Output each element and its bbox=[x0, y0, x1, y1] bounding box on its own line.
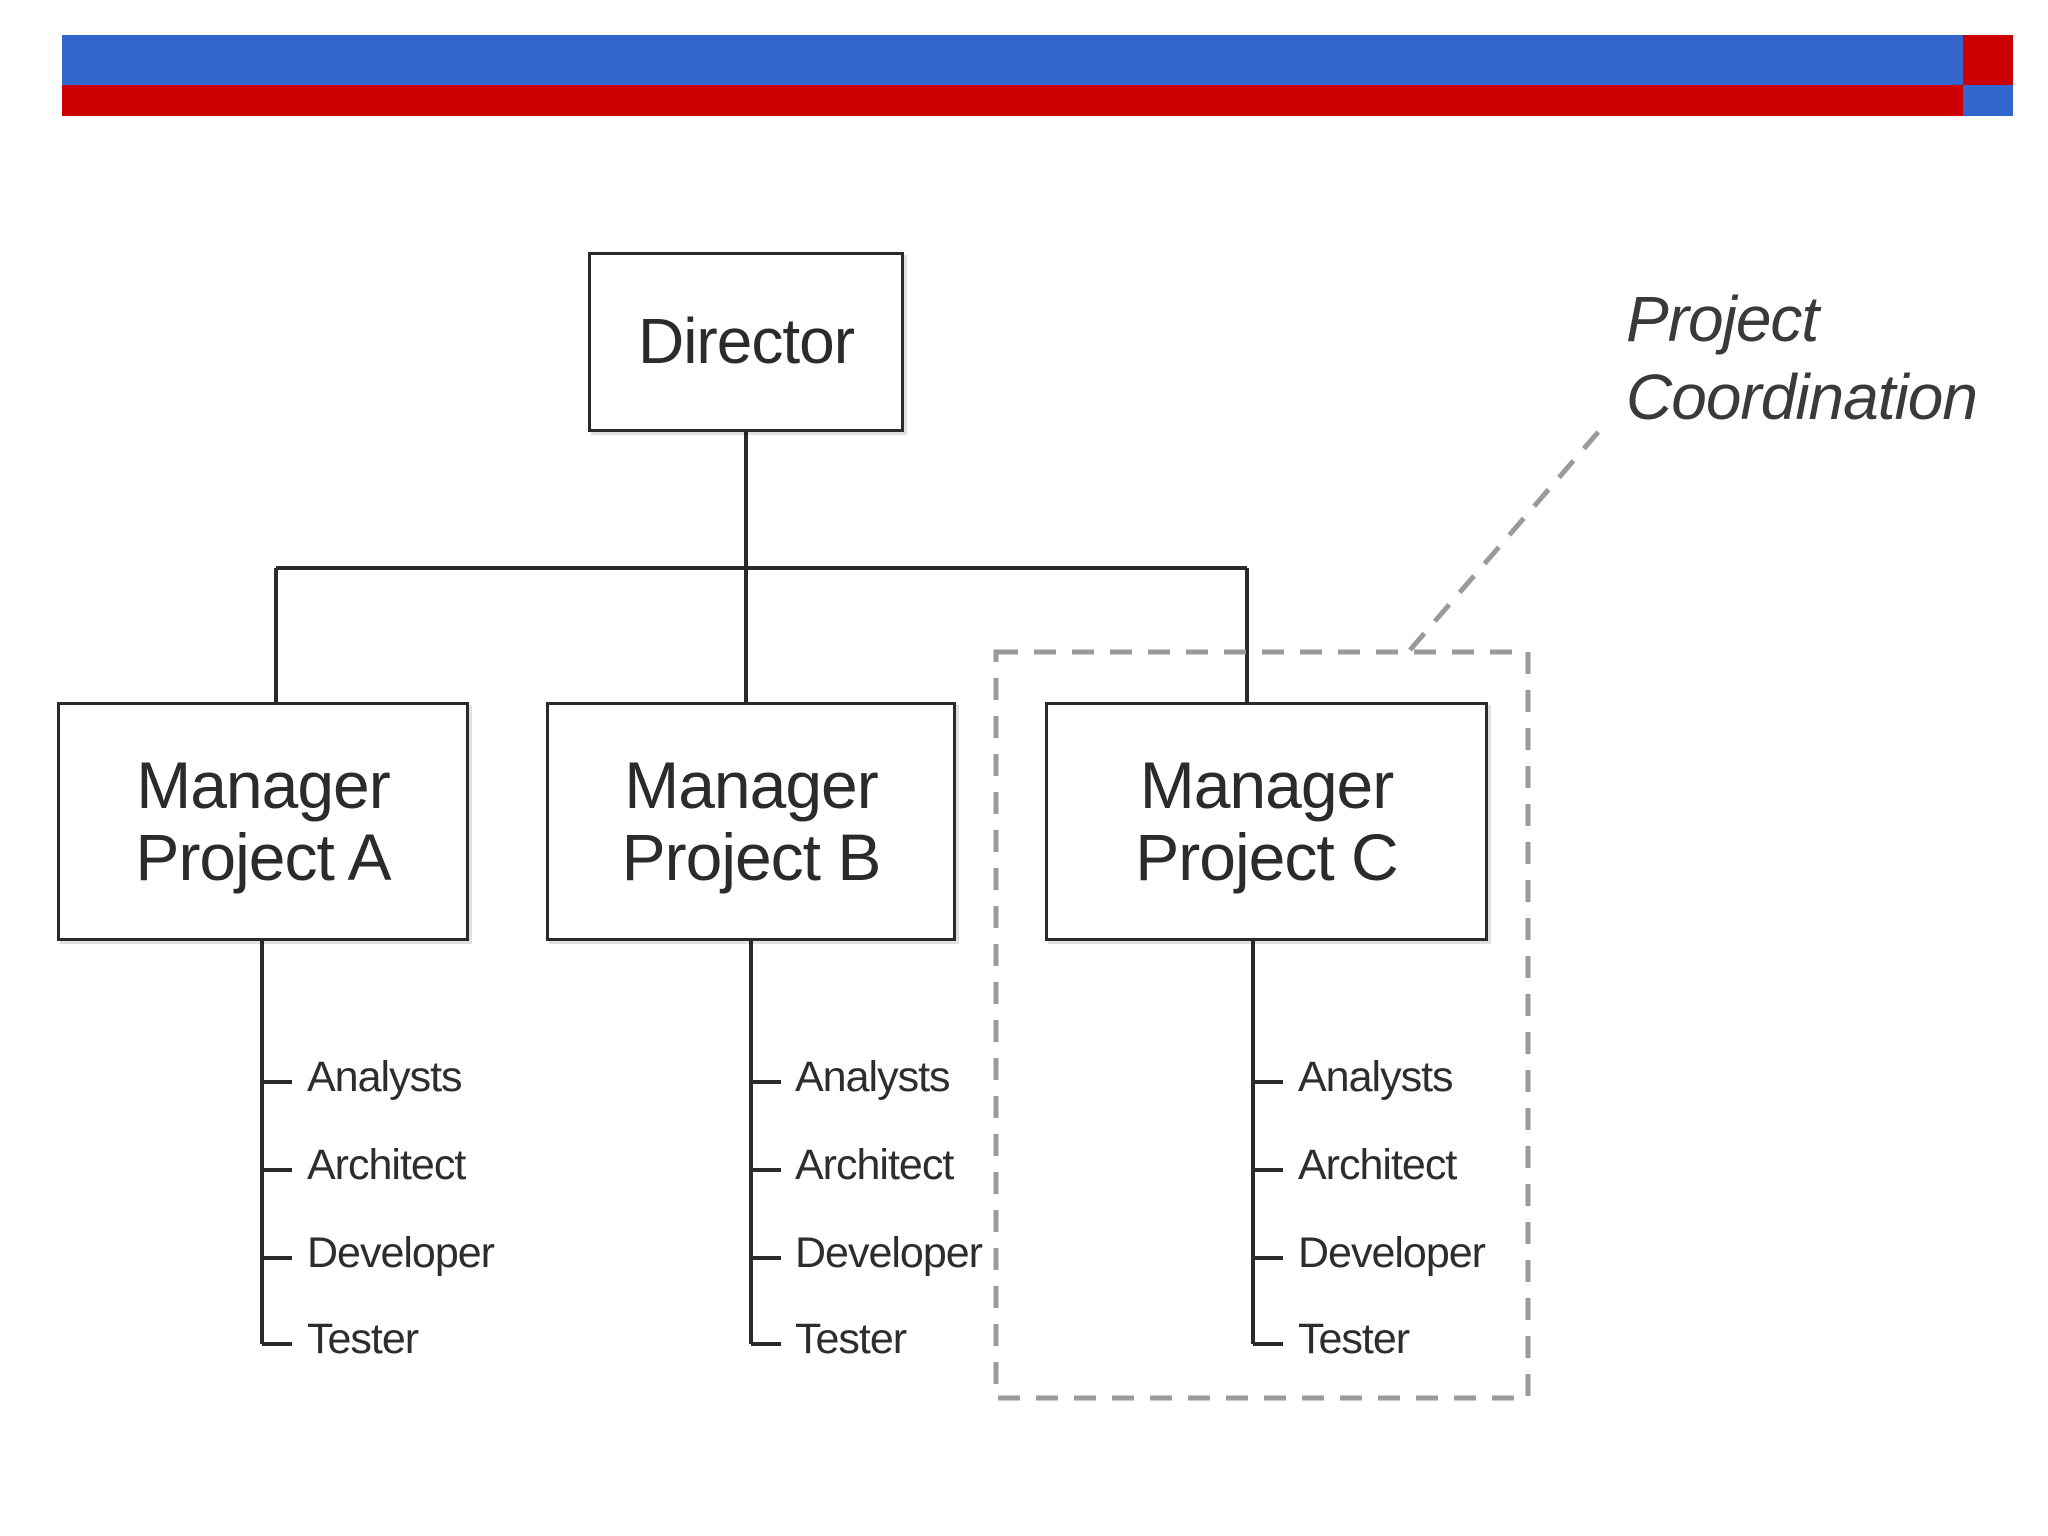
manager-project-c-box: Manager Project C bbox=[1045, 702, 1488, 941]
manager-project-a-box: Manager Project A bbox=[57, 702, 469, 941]
manager-b-project: Project B bbox=[621, 819, 882, 894]
annotation-line-1: Project bbox=[1626, 283, 1819, 355]
manager-c-title: Manager bbox=[1139, 748, 1394, 823]
header-square-blue bbox=[1963, 85, 2013, 116]
role-tester-c: Tester bbox=[1298, 1315, 1410, 1363]
role-analysts-c: Analysts bbox=[1298, 1053, 1454, 1101]
coordination-leader-line bbox=[1408, 428, 1602, 652]
manager-c-project: Project C bbox=[1135, 819, 1398, 894]
role-analysts-b: Analysts bbox=[795, 1053, 951, 1101]
project-coordination-region bbox=[993, 649, 1531, 1401]
annotation-line-2: Coordination bbox=[1626, 361, 1978, 434]
project-coordination-annotation: Project Coordination bbox=[1626, 280, 1978, 436]
role-developer-c: Developer bbox=[1298, 1229, 1486, 1277]
header-square-red bbox=[1963, 35, 2013, 85]
director-label: Director bbox=[637, 305, 855, 378]
role-tester-a: Tester bbox=[307, 1315, 419, 1363]
role-architect-c: Architect bbox=[1298, 1141, 1457, 1189]
role-developer-b: Developer bbox=[795, 1229, 983, 1277]
manager-project-b-box: Manager Project B bbox=[546, 702, 956, 941]
role-analysts-a: Analysts bbox=[307, 1053, 463, 1101]
role-developer-a: Developer bbox=[307, 1229, 495, 1277]
manager-a-title: Manager bbox=[136, 748, 390, 823]
role-architect-a: Architect bbox=[307, 1141, 466, 1189]
header-bar-blue bbox=[62, 35, 1963, 85]
role-tester-b: Tester bbox=[795, 1315, 907, 1363]
manager-b-title: Manager bbox=[624, 748, 878, 823]
role-architect-b: Architect bbox=[795, 1141, 954, 1189]
header-bar-red bbox=[62, 85, 1963, 116]
director-box: Director bbox=[588, 252, 904, 432]
manager-a-project: Project A bbox=[135, 819, 391, 894]
